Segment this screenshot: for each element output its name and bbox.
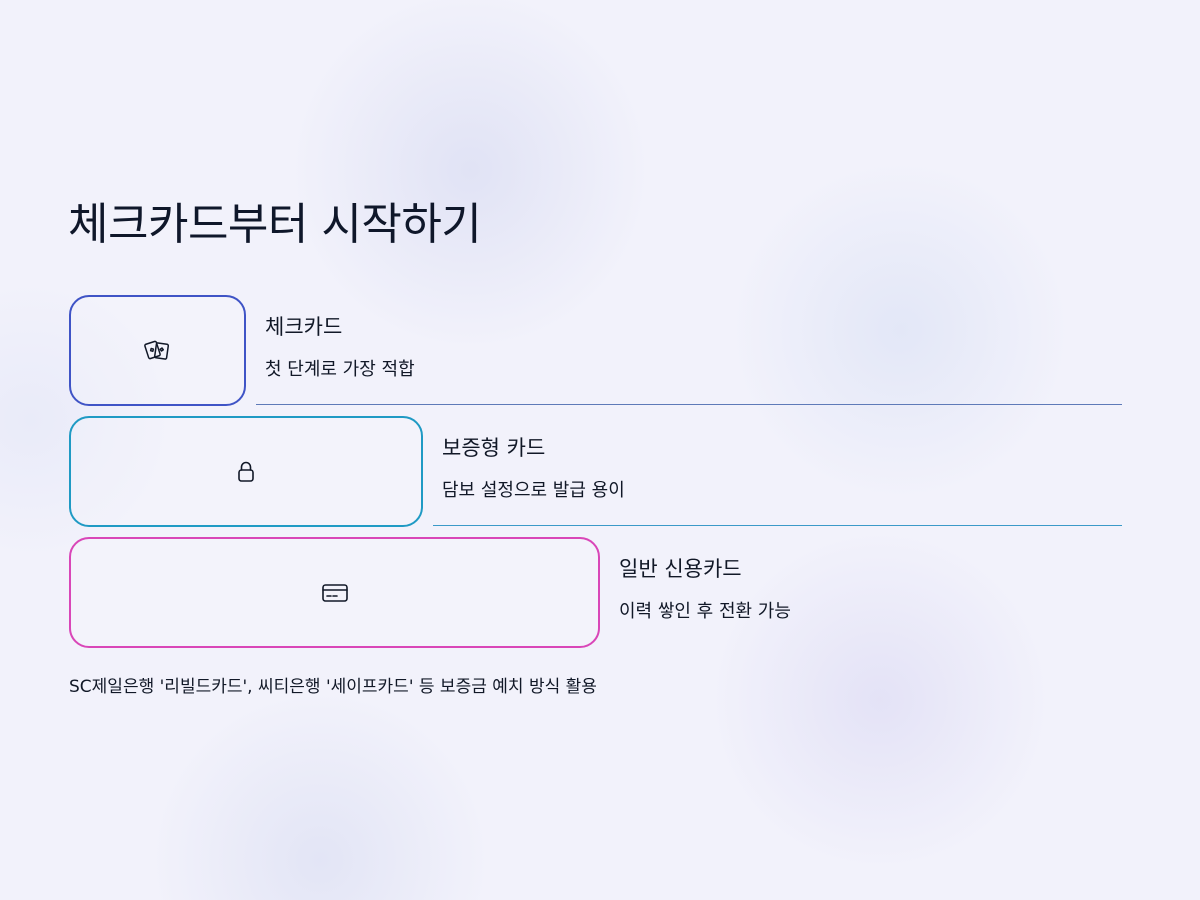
divider (256, 404, 1122, 405)
cards-icon (143, 336, 173, 366)
step-row-secured-card: 보증형 카드 담보 설정으로 발급 용이 (0, 416, 1200, 528)
credit-card-icon (320, 578, 350, 608)
page-title: 체크카드부터 시작하기 (68, 199, 482, 250)
step-row-check-card: 체크카드 첫 단계로 가장 적합 (0, 295, 1200, 407)
step-label: 체크카드 (265, 315, 343, 339)
step-label: 일반 신용카드 (619, 557, 742, 581)
step-description: 첫 단계로 가장 적합 (265, 359, 415, 380)
step-row-general-credit-card: 일반 신용카드 이력 쌓인 후 전환 가능 (0, 537, 1200, 649)
step-description: 이력 쌓인 후 전환 가능 (619, 601, 791, 622)
secured-card-tile (69, 416, 423, 527)
lock-icon (231, 457, 261, 487)
check-card-tile (69, 295, 246, 406)
credit-card-tile (69, 537, 600, 648)
step-label: 보증형 카드 (442, 436, 546, 460)
divider (433, 525, 1122, 526)
step-description: 담보 설정으로 발급 용이 (442, 480, 625, 501)
footnote: SC제일은행 '리빌드카드', 씨티은행 '세이프카드' 등 보증금 예치 방식… (69, 677, 597, 697)
